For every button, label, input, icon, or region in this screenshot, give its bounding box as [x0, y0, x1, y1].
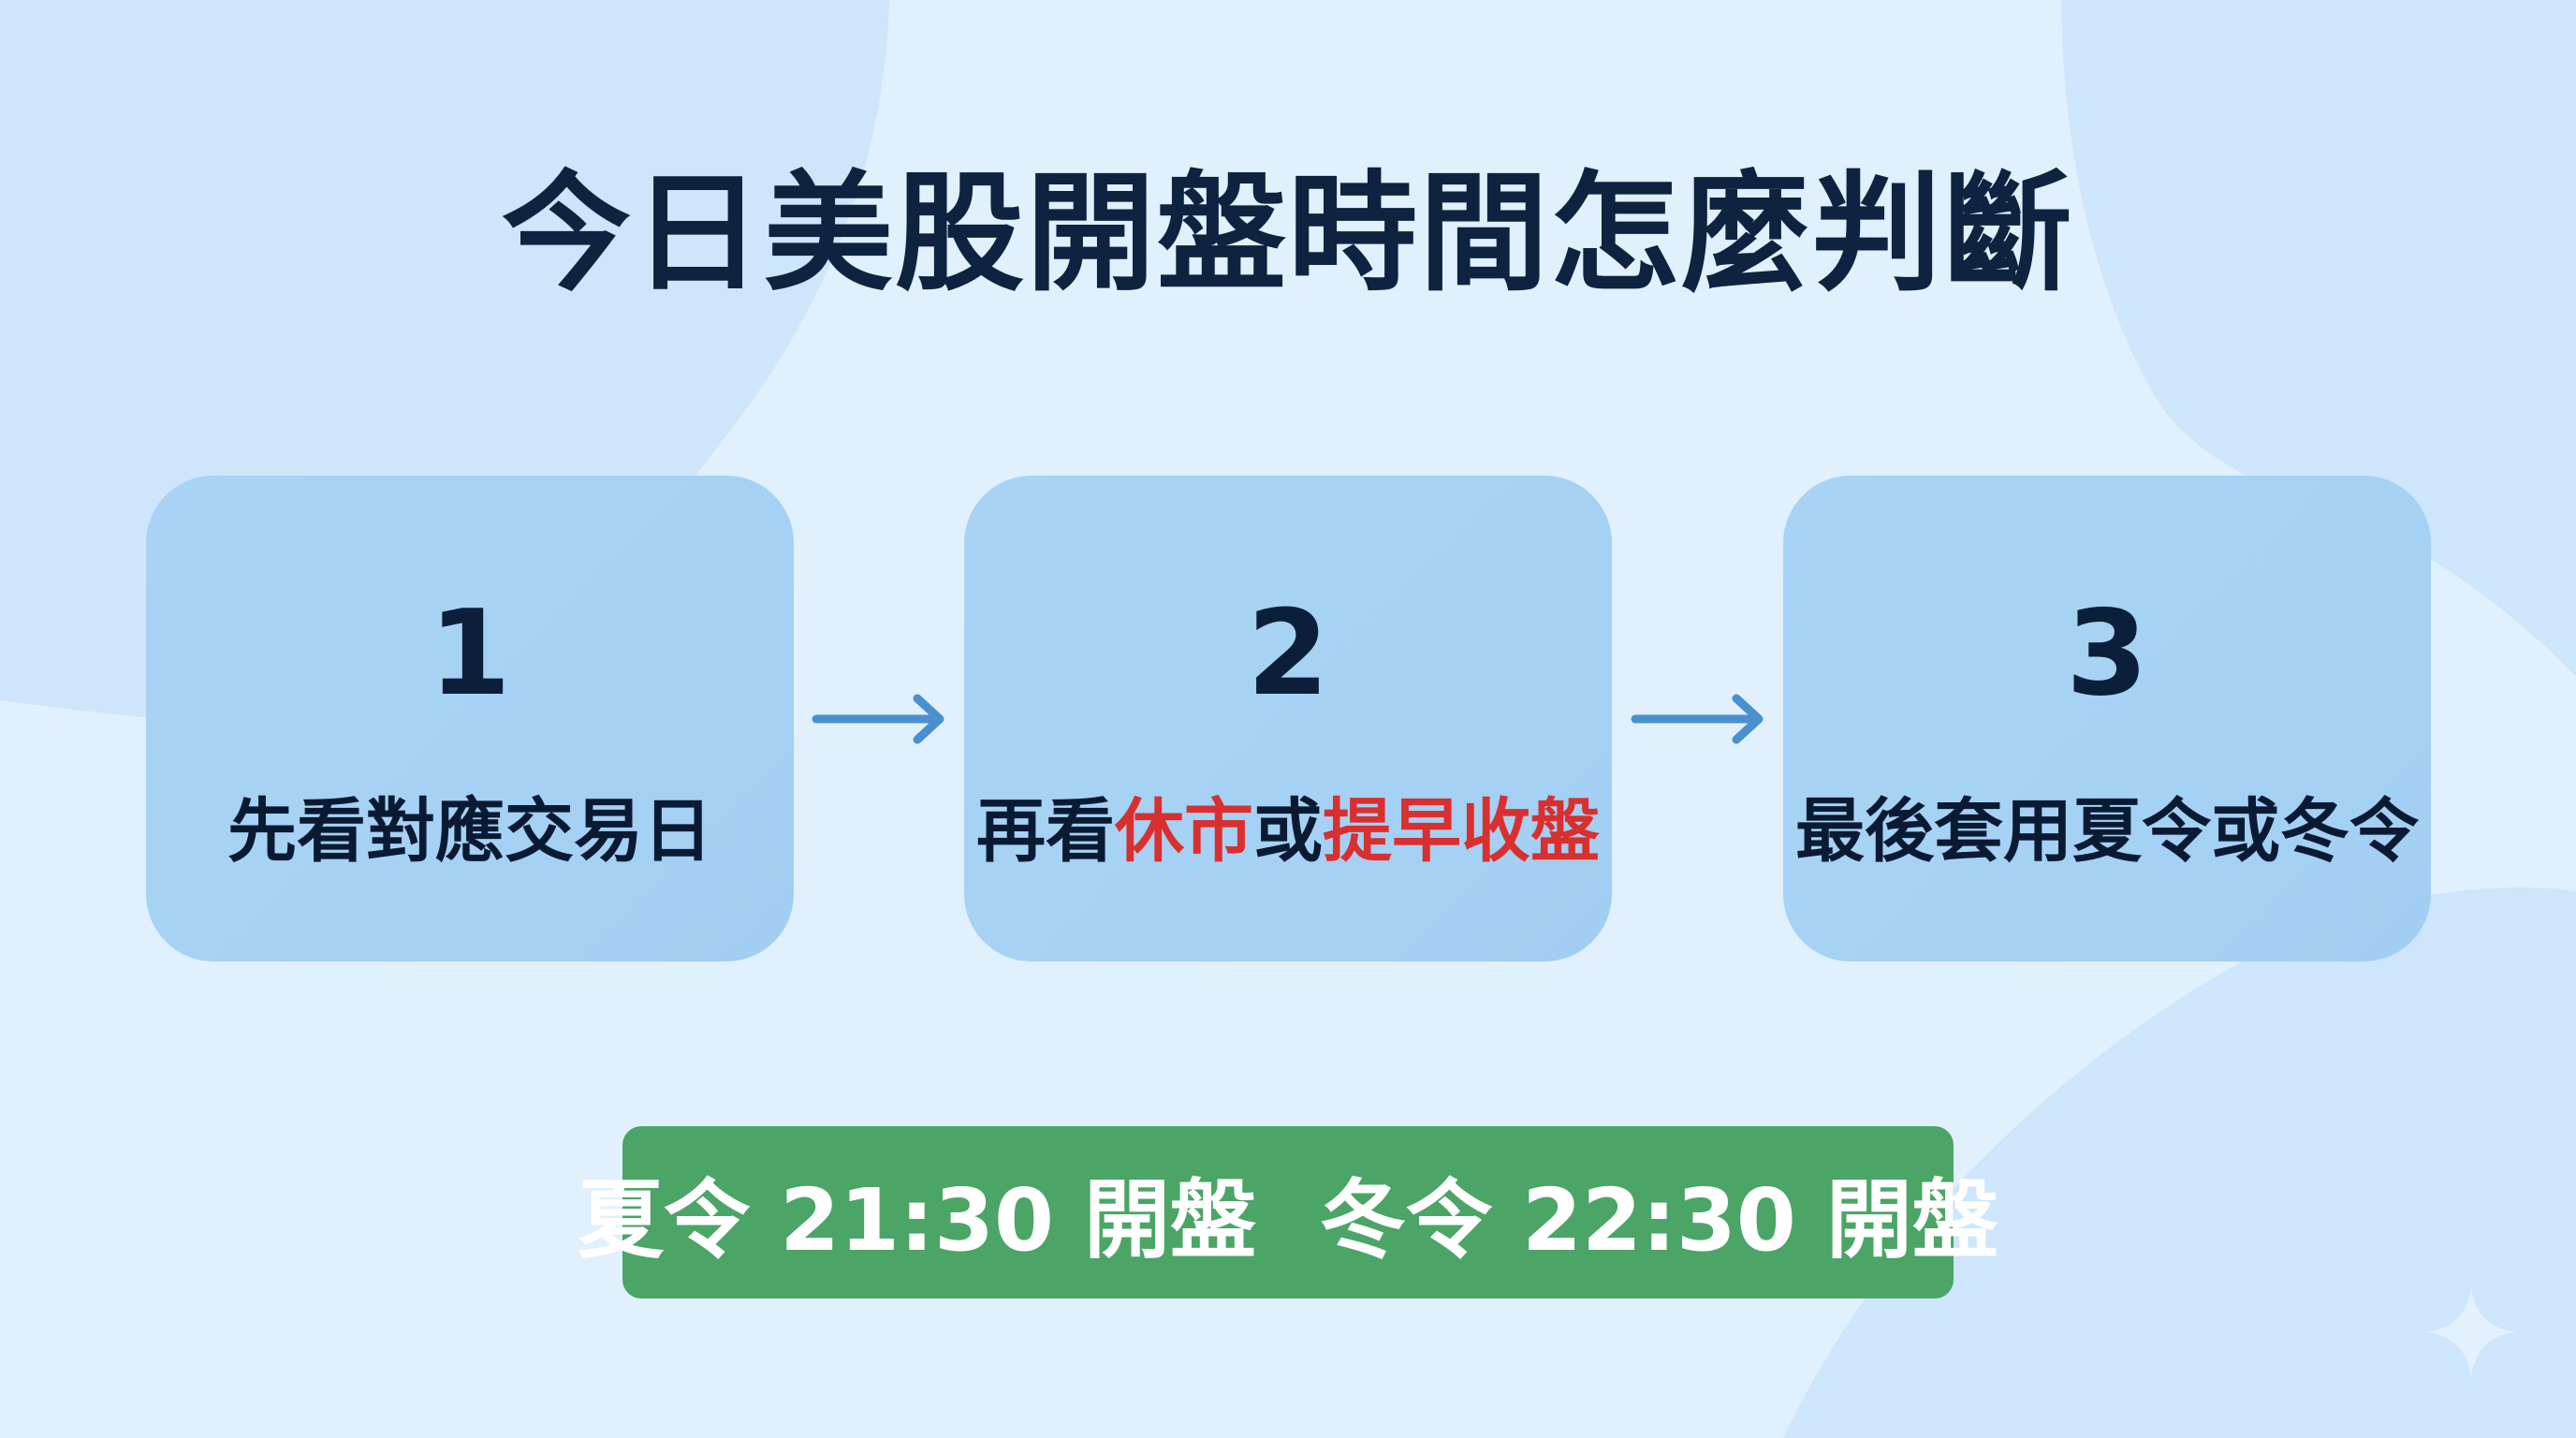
step-label-text: 再看 — [976, 791, 1115, 872]
winter-time-opening: 冬令 22:30 開盤 — [1320, 1169, 1998, 1270]
sparkle-icon — [2426, 1287, 2516, 1377]
highlight-early-close: 提早收盤 — [1323, 791, 1600, 872]
page-title: 今日美股開盤時間怎麼判斷 — [501, 158, 2074, 309]
step-label: 最後套用夏令或冬令 — [1783, 785, 2431, 878]
opening-time-banner: 夏令 21:30 開盤 冬令 22:30 開盤 — [578, 1126, 1998, 1299]
step-card-1: 1 先看對應交易日 — [146, 476, 794, 961]
step-card-2: 2 再看休市或提早收盤 — [964, 476, 1612, 961]
step-label-text: 最後套用夏令或冬令 — [1795, 791, 2419, 872]
step-label: 再看休市或提早收盤 — [964, 785, 1612, 878]
step-label-text: 或 — [1253, 791, 1323, 872]
arrow-right-icon — [812, 694, 944, 744]
step-number: 3 — [2066, 584, 2148, 722]
summer-time-opening: 夏令 21:30 開盤 — [578, 1169, 1256, 1270]
step-number: 1 — [429, 584, 511, 722]
arrow-right-icon — [1631, 694, 1764, 744]
highlight-market-closed: 休市 — [1115, 791, 1253, 872]
step-label: 先看對應交易日 — [146, 785, 794, 878]
step-label-text: 先看對應交易日 — [227, 791, 712, 872]
step-number: 2 — [1247, 584, 1329, 722]
step-card-3: 3 最後套用夏令或冬令 — [1783, 476, 2431, 961]
